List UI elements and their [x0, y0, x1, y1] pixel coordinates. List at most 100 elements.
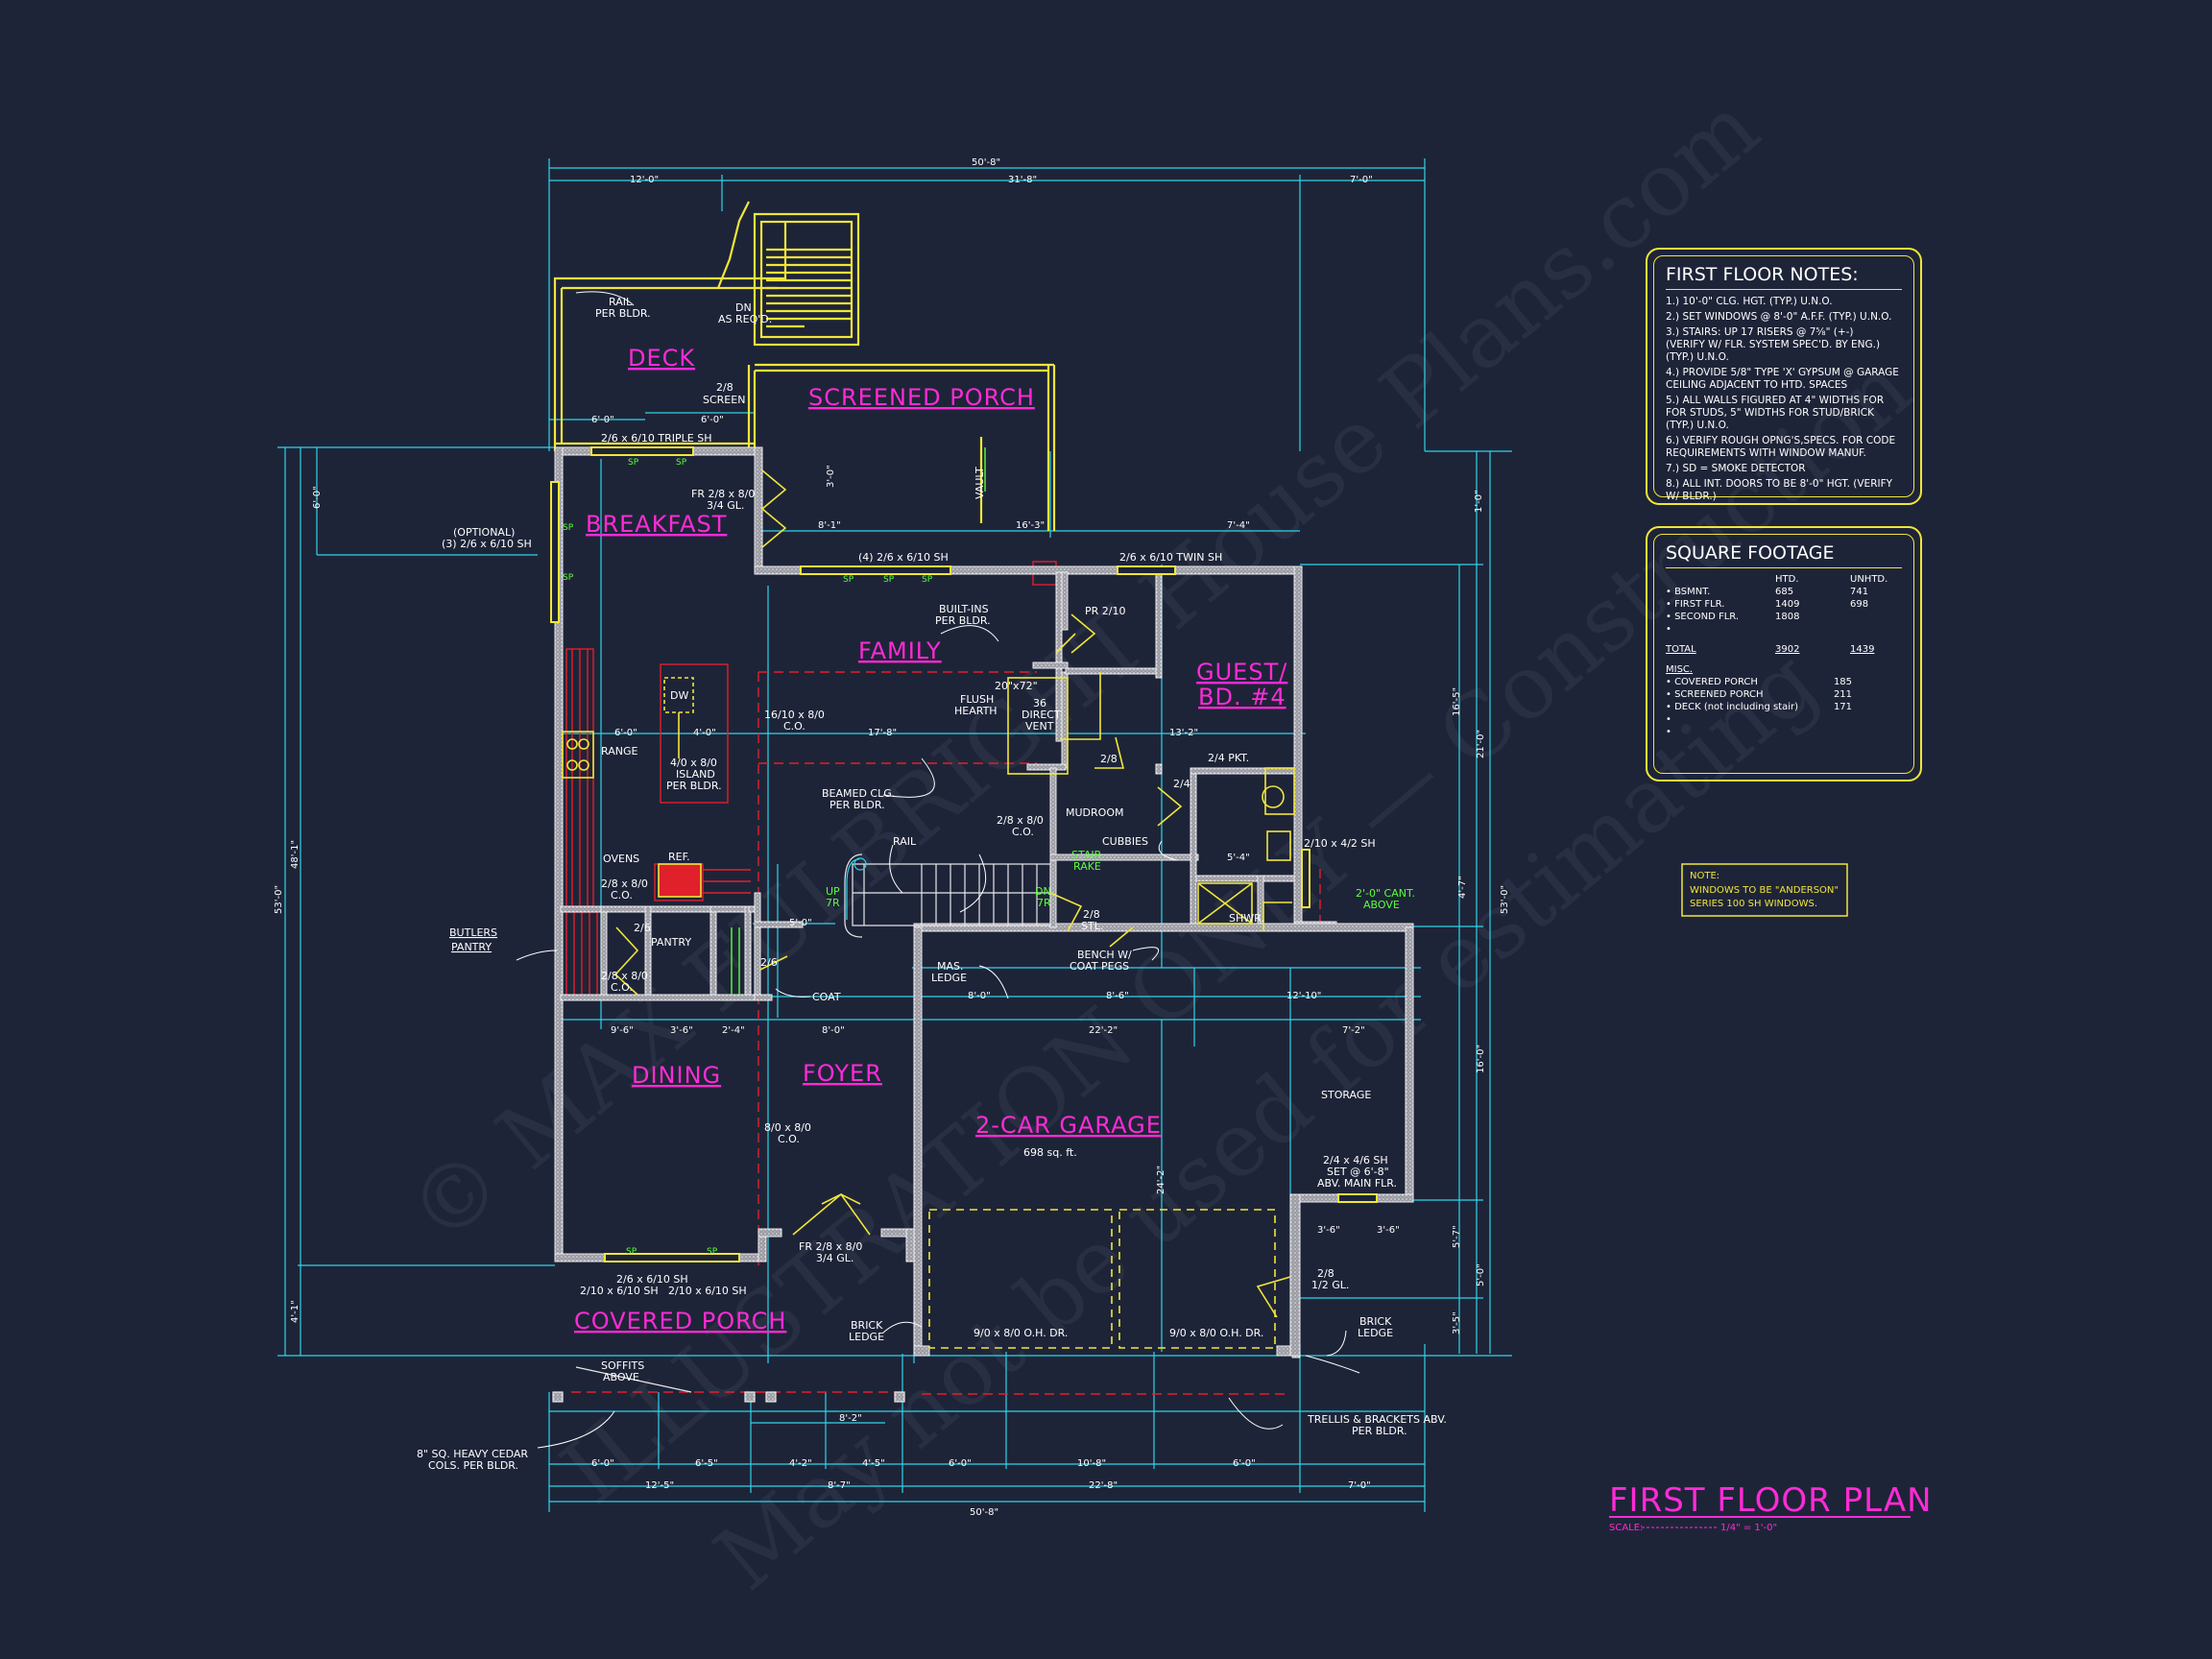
green-markers	[731, 447, 986, 995]
label-dn-7r: 7R	[1037, 897, 1051, 909]
dim-right-5b: 5'-0"	[1476, 1263, 1486, 1286]
dim-c3: 22'-8"	[1089, 1480, 1118, 1491]
dim-b7: 6'-0"	[1233, 1458, 1256, 1469]
window-note-line-2: SERIES 100 SH WINDOWS.	[1690, 899, 1817, 909]
dim-shw-5: 5'-4"	[1227, 853, 1250, 863]
label-co-dining: 2/8 x 8/0	[601, 970, 648, 982]
label-door-24: 2/4	[1173, 778, 1190, 790]
dim-d-8: 8'-0"	[822, 1025, 845, 1036]
label-sp-8: SP	[626, 1247, 637, 1257]
dim-c2: 8'-7"	[828, 1480, 851, 1491]
label-dining-sh-3: 2/10 x 6/10 SH	[668, 1285, 747, 1297]
dim-right-16b: 16'-0"	[1476, 1045, 1486, 1073]
square-footage-border: SQUARE FOOTAGE HTD. UNHTD. • BSMNT. 685 …	[1653, 534, 1914, 774]
label-screen: SCREEN	[703, 394, 745, 406]
dim-left-48: 48'-1"	[290, 840, 301, 869]
sq-misc-covered: • COVERED PORCH 185	[1666, 677, 1902, 687]
room-pantry: PANTRY	[651, 936, 691, 949]
porch-outline	[552, 1366, 905, 1403]
sq-misc-blank-1: •	[1666, 714, 1902, 725]
dim-g-22: 22'-2"	[1089, 1025, 1118, 1036]
dim-b5: 6'-0"	[949, 1458, 972, 1469]
label-foyer-co: 8/0 x 8/0	[764, 1121, 811, 1134]
dim-top-b: 31'-8"	[1008, 175, 1037, 185]
garage-area: 698 sq. ft.	[1023, 1146, 1077, 1159]
dim-right-16a: 16'-5"	[1452, 687, 1462, 716]
label-triple-sh: 2/6 x 6/10 TRIPLE SH	[601, 432, 711, 445]
label-window-412: 2/10 x 4/2 SH	[1304, 837, 1376, 850]
dim-b6: 10'-8"	[1077, 1458, 1106, 1469]
label-rail-2: PER BLDR.	[595, 307, 651, 320]
sq-row-label: • SECOND FLR.	[1666, 612, 1740, 622]
label-brick-ledge-2: LEDGE	[849, 1331, 884, 1343]
note-2: 2.) SET WINDOWS @ 8'-0" A.F.F. (TYP.) U.…	[1666, 311, 1892, 323]
label-ovens: OVENS	[603, 853, 639, 865]
label-rail-1: RAIL	[609, 296, 633, 308]
label-up: UP	[826, 885, 840, 898]
label-as-reqd: AS REQ'D.	[718, 313, 772, 325]
label-co-1610-co: C.O.	[783, 720, 805, 733]
sq-header-row: HTD. UNHTD.	[1666, 574, 1902, 585]
dim-c1: 12'-5"	[645, 1480, 674, 1491]
sq-row-label: •	[1666, 624, 1671, 635]
dim-b-8: 8'-2"	[839, 1413, 862, 1424]
label-brick-ledge-1: BRICK	[851, 1319, 883, 1332]
label-pr-guest: PR 2/10	[1085, 605, 1125, 617]
room-storage: STORAGE	[1321, 1089, 1371, 1101]
label-foyer-co-co: C.O.	[778, 1133, 800, 1145]
label-builtins-bldr: PER BLDR.	[935, 614, 991, 627]
label-rail: RAIL	[893, 835, 917, 848]
dim-g-12: 12'-10"	[1286, 991, 1321, 1001]
dim-left-4: 4'-1"	[290, 1300, 301, 1323]
label-trellis: TRELLIS & BRACKETS ABV.	[1307, 1413, 1447, 1426]
dim-right-53: 53'-0"	[1500, 885, 1510, 914]
sq-row-unhtd: 698	[1850, 599, 1869, 610]
dim-right-1: 1'-0"	[1474, 490, 1484, 513]
label-co-28: 2/8 x 8/0	[997, 814, 1044, 827]
label-dining-sh-2: 2/10 x 6/10 SH	[580, 1285, 659, 1297]
label-cant-above: ABOVE	[1363, 899, 1400, 911]
label-optional: (OPTIONAL)	[453, 526, 515, 539]
label-sp-7: SP	[922, 575, 933, 585]
drawing-title: FIRST FLOOR PLAN SCALE: 1/4" = 1'-0"	[1609, 1481, 1933, 1533]
sq-misc-value: 185	[1833, 677, 1853, 687]
deck-outline	[553, 201, 1056, 531]
label-fr-door: FR 2/8 x 8/0	[691, 488, 755, 500]
sq-row-bsmnt: • BSMNT. 685 741	[1666, 587, 1902, 597]
dim-overall-top: 50'-8"	[972, 157, 1000, 168]
drawing-title-text: FIRST FLOOR PLAN	[1609, 1481, 1933, 1520]
dim-deck-6: 6'-0"	[591, 415, 614, 425]
label-door-28-stl: 2/8	[1083, 908, 1100, 921]
label-sp-2: SP	[676, 458, 687, 468]
stair-rail	[846, 857, 867, 920]
dim-c4: 7'-0"	[1348, 1480, 1371, 1491]
window-note: NOTE: WINDOWS TO BE "ANDERSON" SERIES 10…	[1681, 863, 1848, 917]
dimension-text: 50'-8" 12'-0" 31'-8" 7'-0" 6'-0" 6'-0" 3…	[274, 157, 1510, 1518]
label-four-sh: (4) 2/6 x 6/10 SH	[858, 551, 949, 564]
sq-misc-label: • SCREENED PORCH	[1666, 689, 1764, 700]
label-twin-sh: 2/6 x 6/10 TWIN SH	[1119, 551, 1222, 564]
label-sp-3: SP	[563, 523, 574, 533]
label-storage-abv: ABV. MAIN FLR.	[1317, 1177, 1397, 1190]
label-island-bldr: PER BLDR.	[666, 780, 722, 792]
sq-misc-value: 171	[1833, 702, 1853, 712]
label-fr-door-gl: 3/4 GL.	[707, 499, 744, 512]
kitchen-island	[660, 663, 729, 804]
dim-overall-bottom: 50'-8"	[970, 1507, 998, 1518]
dim-d-9: 9'-6"	[611, 1025, 634, 1036]
label-co-28-co: C.O.	[1012, 826, 1034, 838]
label-door-28: 2/8	[1100, 753, 1118, 765]
label-dining-sh: 2/6 x 6/10 SH	[616, 1273, 688, 1286]
sq-row-htd: 1808	[1775, 612, 1800, 622]
room-dining: DINING	[632, 1062, 721, 1089]
label-island-size: 4/0 x 8/0	[670, 757, 717, 769]
note-5: 5.) ALL WALLS FIGURED AT 4" WIDTHS FOR F…	[1666, 395, 1885, 431]
label-stl: STL.	[1081, 920, 1103, 932]
dim-fam-13: 13'-2"	[1169, 728, 1198, 738]
annotation-labels: RAIL PER BLDR. DN AS REQ'D. 2/8 SCREEN 2…	[417, 296, 1447, 1472]
label-front-door: FR 2/8 x 8/0	[799, 1240, 862, 1253]
sq-row-label: • FIRST FLR.	[1666, 599, 1725, 610]
note-1: 1.) 10'-0" CLG. HGT. (TYP.) U.N.O.	[1666, 296, 1833, 307]
main-stair	[844, 854, 1051, 938]
label-oh-door-1: 9/0 x 8/0 O.H. DR.	[974, 1327, 1068, 1339]
